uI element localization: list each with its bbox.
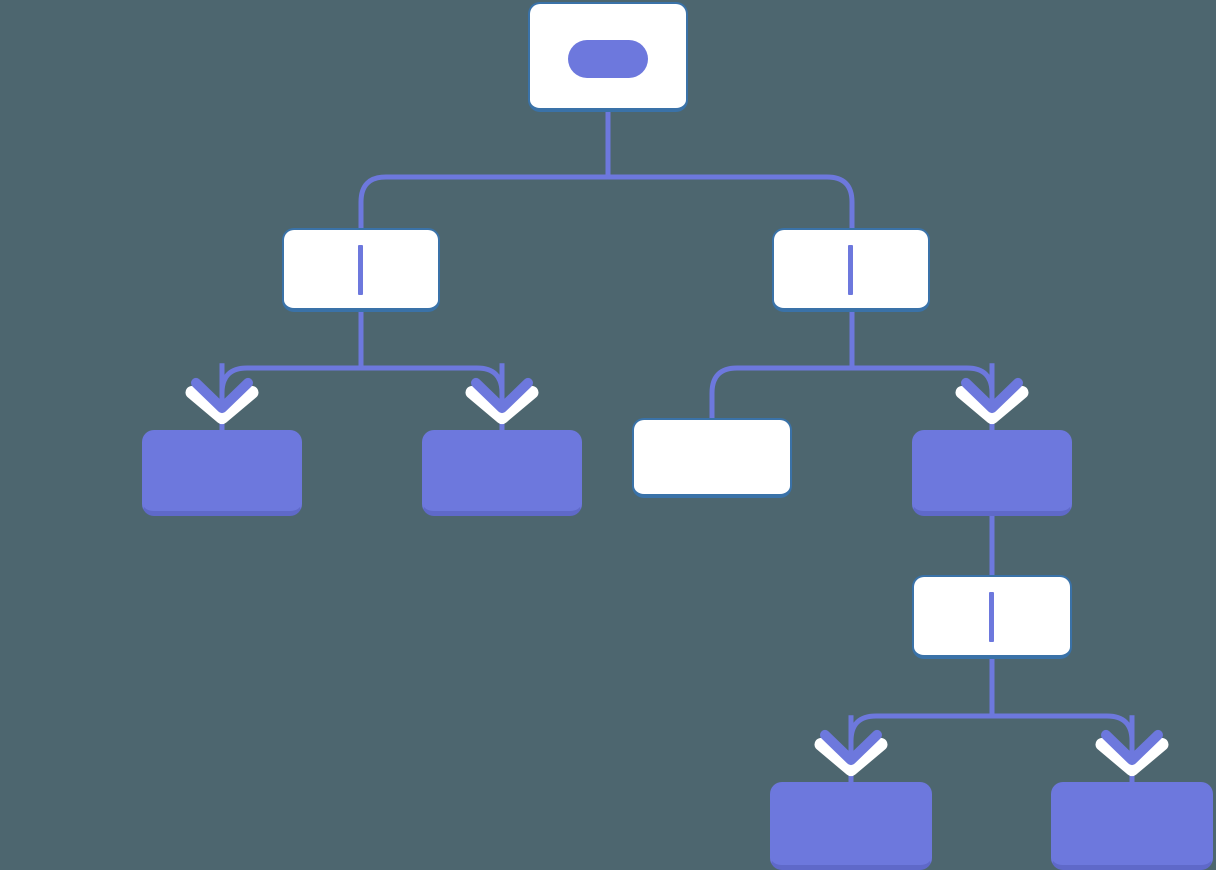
node-caret-glyph [358,245,363,295]
level3-node-d[interactable] [912,430,1072,516]
level5-node-b[interactable] [1051,782,1213,870]
root-node-pill-glyph [568,40,648,78]
level3-node-c[interactable] [632,418,792,498]
node-caret-glyph [989,592,994,642]
level3-node-b[interactable] [422,430,582,516]
level5-node-a[interactable] [770,782,932,870]
root-node[interactable] [528,2,688,112]
level3-node-a[interactable] [142,430,302,516]
node-caret-glyph [848,245,853,295]
